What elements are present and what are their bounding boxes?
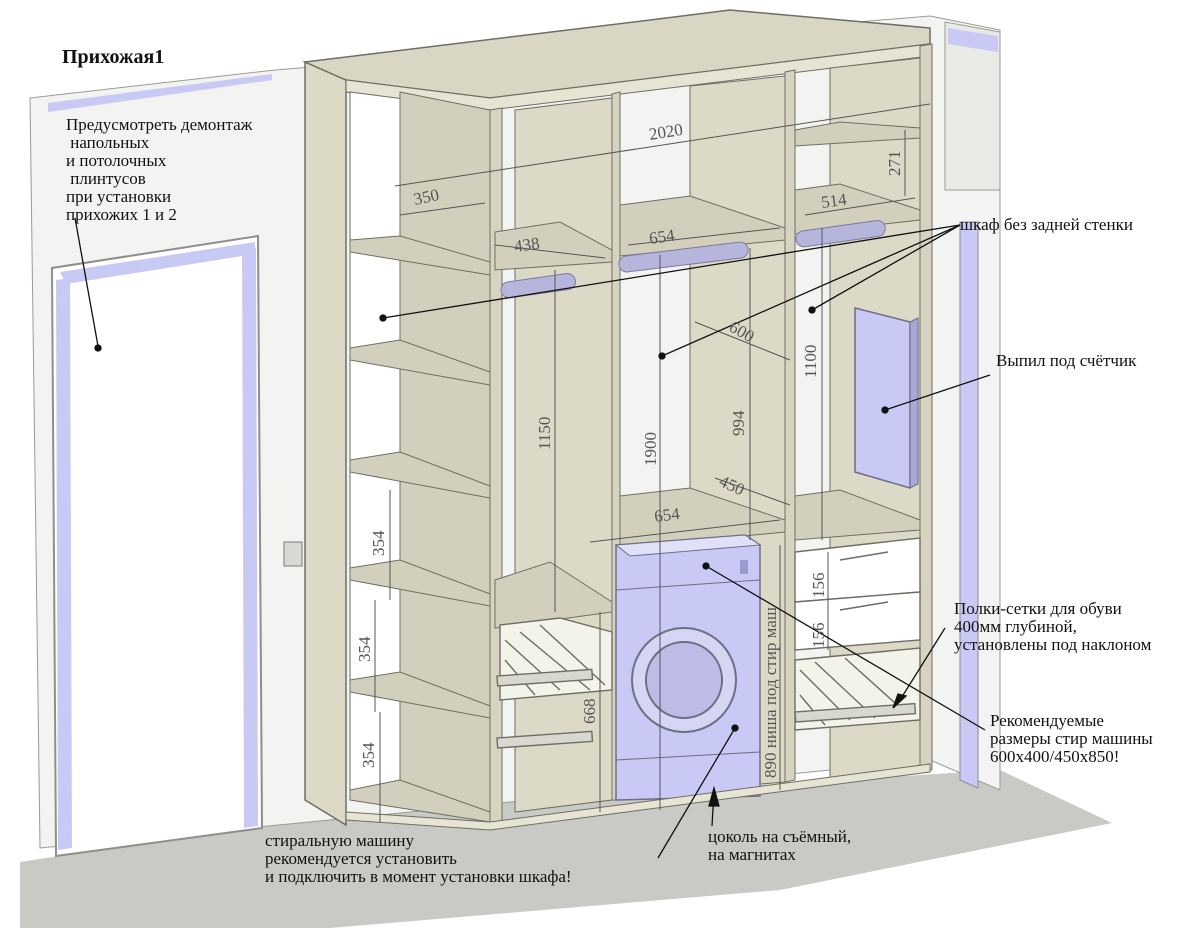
dim-shoe-height: 668 xyxy=(580,699,599,725)
leader-lines xyxy=(74,217,991,859)
rod-right xyxy=(795,220,886,248)
dim-top-shelf-height: 271 xyxy=(885,151,904,177)
plinth xyxy=(345,763,931,831)
dim-right-width: 514 xyxy=(820,190,848,212)
door-casing-right xyxy=(242,248,258,828)
door-frame xyxy=(50,234,264,858)
dim-left-width: 438 xyxy=(513,234,541,256)
note-washer-size: Рекомендуемые размеры стир машины 600х40… xyxy=(990,711,1153,766)
door-casing-top xyxy=(60,242,255,284)
rod-left xyxy=(500,273,576,299)
note-shoe-racks: Полки-сетки для обуви 400мм глубиной, ус… xyxy=(954,599,1152,654)
right-wall-strip xyxy=(948,28,998,52)
dim-niche-width: 654 xyxy=(653,504,681,526)
dim-shelf-1: 354 xyxy=(369,530,388,556)
rod-middle xyxy=(618,241,749,273)
shelf-section2-low xyxy=(494,561,613,629)
shelf-niche-top xyxy=(619,487,786,549)
dim-washer-niche: 890 ниша под стир маш xyxy=(761,607,780,778)
dim-shelf-3: 354 xyxy=(359,742,378,768)
note-washer-install: стиральную машину рекомендуется установи… xyxy=(265,831,572,886)
dimension-lines xyxy=(374,103,931,822)
note-no-back-wall: шкаф без задней стенки xyxy=(960,215,1133,234)
dim-right-hang: 1100 xyxy=(801,345,820,378)
dim-middle-hang: 994 xyxy=(729,410,748,436)
shelf-left-3 xyxy=(349,559,491,607)
right-side-panel xyxy=(919,43,933,773)
dim-left-depth: 350 xyxy=(412,185,441,209)
meter-cutout-side xyxy=(909,317,919,489)
washing-machine xyxy=(614,534,762,801)
shelf-right-mid xyxy=(794,489,921,541)
dim-drawer-1: 156 xyxy=(809,573,828,599)
partition-1 xyxy=(489,107,503,823)
meter-cutout xyxy=(854,307,911,489)
left-side-panel xyxy=(304,60,347,827)
partition-3 xyxy=(784,69,796,783)
wall-top-strip xyxy=(48,74,272,112)
shelf-top-4 xyxy=(794,183,921,235)
dim-drawer-2: 156 xyxy=(809,623,828,649)
note-meter-cutout: Выпил под счётчик xyxy=(996,351,1137,370)
shelf-left-1 xyxy=(349,339,491,386)
right-wall-end xyxy=(944,21,1001,191)
shelf-top-left xyxy=(349,235,491,276)
dim-left-hang: 1150 xyxy=(535,417,554,450)
dim-middle-height: 1900 xyxy=(641,432,660,466)
wall-switch xyxy=(283,541,303,567)
drawers-right xyxy=(794,537,921,651)
dim-middle-width: 654 xyxy=(648,226,676,248)
dim-shelf-2: 354 xyxy=(355,636,374,662)
note-demontazh: Предусмотреть демонтаж напольных и потол… xyxy=(66,115,253,224)
page-title: Прихожая1 xyxy=(62,46,165,68)
shoe-rack-left xyxy=(496,617,613,749)
floor xyxy=(20,770,1112,928)
shelf-left-2 xyxy=(349,451,491,499)
shelf-left-5 xyxy=(349,779,491,823)
shelf-upper-4 xyxy=(794,121,921,147)
right-wall-edge xyxy=(959,221,979,789)
note-plinth: цоколь на съёмный, на магнитах xyxy=(708,827,852,864)
shelf-left-4 xyxy=(349,671,491,719)
shoe-rack-right xyxy=(794,647,921,731)
door-casing-left xyxy=(56,278,72,850)
shelf-top-2 xyxy=(494,221,613,271)
